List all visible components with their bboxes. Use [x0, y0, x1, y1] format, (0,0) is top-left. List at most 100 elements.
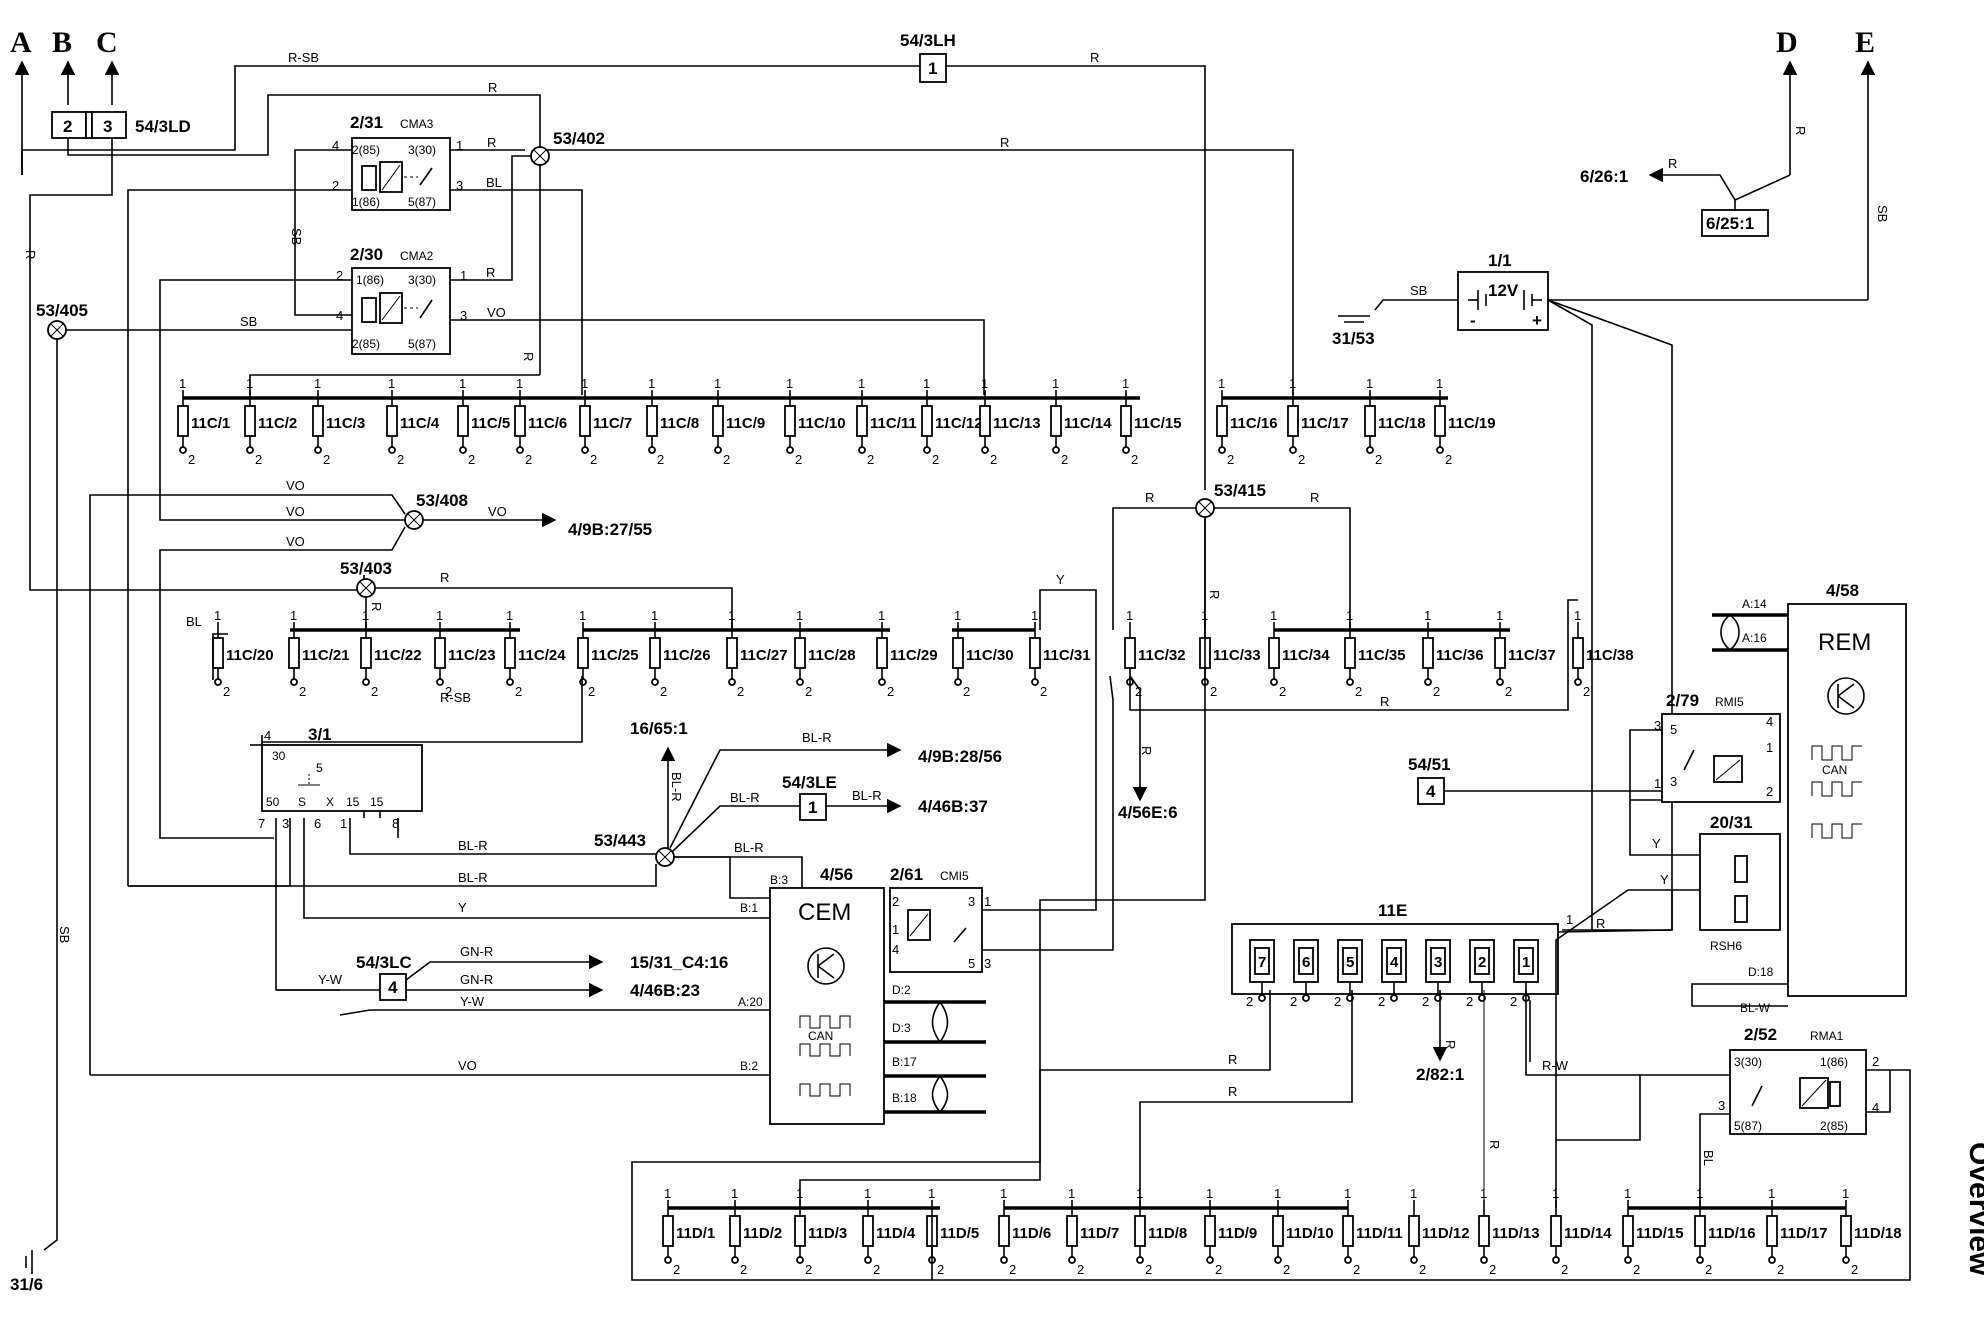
svg-text:BL: BL: [1701, 1150, 1716, 1166]
fuse-label: 11C/21: [302, 647, 350, 664]
svg-text:2: 2: [336, 268, 343, 283]
fuse-label: 11C/18: [1378, 415, 1426, 432]
svg-text:R: R: [1443, 1040, 1458, 1049]
fuse-label: 11C/34: [1282, 647, 1330, 664]
svg-text:R: R: [1596, 916, 1605, 931]
svg-text:CAN: CAN: [808, 1029, 833, 1043]
fuse-pin-bottom: 2: [805, 684, 812, 699]
fuse-pin-top: 1: [459, 376, 466, 391]
fuse-pin-top: 1: [864, 1186, 871, 1201]
fuse-pin-bottom: 2: [1298, 452, 1305, 467]
svg-text:R: R: [1207, 590, 1222, 599]
fuse-pin-top: 1: [1574, 608, 1581, 623]
svg-text:5(87): 5(87): [408, 195, 436, 209]
fuse-label: 11C/16: [1230, 415, 1278, 432]
relay-2-79: 2/79 RMI5 3 5 4 1 1 3 2 Y: [1629, 691, 1781, 856]
ground-31-6: 31/6: [10, 1275, 43, 1294]
fuse-pin-top: 1: [1289, 376, 1296, 391]
svg-text:2: 2: [1466, 994, 1473, 1009]
svg-text:X: X: [326, 795, 334, 809]
svg-text:BL-R: BL-R: [458, 838, 488, 853]
svg-text:R: R: [1310, 490, 1319, 505]
svg-text:2: 2: [1246, 994, 1253, 1009]
svg-text:3: 3: [968, 894, 975, 909]
fuse-label: 11C/24: [518, 647, 566, 664]
svg-text:5: 5: [1346, 954, 1354, 971]
connector-54-3lh: 54/3LH 1: [900, 31, 956, 83]
svg-text:BL: BL: [486, 175, 502, 190]
svg-text:1: 1: [1522, 954, 1530, 971]
svg-text:+: +: [1532, 311, 1542, 330]
side-label-overview: Overview: [1963, 1142, 1984, 1276]
fuse-label: 11C/2: [258, 415, 297, 432]
svg-text:CAN: CAN: [1822, 763, 1847, 777]
svg-text:2/52: 2/52: [1744, 1025, 1777, 1044]
fuse-pin-top: 1: [928, 1186, 935, 1201]
fuse-pin-bottom: 2: [1489, 1262, 1496, 1277]
fuse-pin-top: 1: [506, 608, 513, 623]
fuse-label: 11D/3: [808, 1225, 847, 1242]
svg-text:Y: Y: [1652, 836, 1661, 851]
svg-text:CMA3: CMA3: [400, 117, 434, 131]
svg-text:6: 6: [1302, 954, 1310, 971]
svg-text:53/415: 53/415: [1214, 481, 1266, 500]
cem-module: 4/56 CEM CAN B:3 B:1 A:20 B:2 D:2 D:3 B:…: [674, 856, 986, 1125]
svg-text:16/65:1: 16/65:1: [630, 719, 688, 738]
svg-text:3: 3: [282, 816, 289, 831]
fuse-label: 11C/29: [890, 647, 938, 664]
fuse-label: 11D/4: [876, 1225, 916, 1242]
svg-text:4/9B:28/56: 4/9B:28/56: [918, 747, 1002, 766]
fuse-pin-top: 1: [796, 608, 803, 623]
svg-text:RSH6: RSH6: [1710, 939, 1742, 953]
svg-text:SB: SB: [1875, 205, 1890, 222]
fuse-11e: 42: [1378, 939, 1407, 1009]
fuse-pin-top: 1: [1496, 608, 1503, 623]
battery-1-1: 1/1 12V - + SB 31/53 SB: [1332, 205, 1890, 931]
fuse-11e: 12: [1510, 939, 1539, 1009]
fuse-11e: 22: [1466, 939, 1495, 1009]
top-connectors: A B C D E: [10, 26, 1876, 300]
fuse-label: 11D/5: [940, 1225, 979, 1242]
svg-text:1: 1: [1766, 740, 1773, 755]
svg-text:8: 8: [392, 816, 399, 831]
fuse-label: 11C/12: [935, 415, 983, 432]
fuse-pin-bottom: 2: [740, 1262, 747, 1277]
svg-text:4: 4: [332, 138, 339, 153]
svg-text:BL-R: BL-R: [669, 772, 684, 802]
fuse-label: 11C/37: [1508, 647, 1556, 664]
fuse-pin-top: 1: [1206, 1186, 1213, 1201]
svg-text:2: 2: [332, 178, 339, 193]
svg-text:2: 2: [1378, 994, 1385, 1009]
svg-text:1: 1: [892, 922, 899, 937]
fuse-label: 11C/20: [226, 647, 274, 664]
svg-text:2: 2: [1510, 994, 1517, 1009]
fuse-pin-bottom: 2: [1145, 1262, 1152, 1277]
fuse-pin-top: 1: [648, 376, 655, 391]
fuse-pin-bottom: 2: [660, 684, 667, 699]
svg-text:3: 3: [103, 117, 112, 136]
svg-text:11E: 11E: [1378, 901, 1407, 920]
fuse-label: 11C/32: [1138, 647, 1186, 664]
fuse-label: 11C/31: [1043, 647, 1091, 664]
svg-text:CMA2: CMA2: [400, 249, 434, 263]
fuse-pin-top: 1: [579, 608, 586, 623]
fuse-label: 11D/17: [1780, 1225, 1828, 1242]
fuse-pin-top: 1: [1270, 608, 1277, 623]
fuse-pin-bottom: 2: [1353, 1262, 1360, 1277]
fuse-label: 11D/16: [1708, 1225, 1756, 1242]
fuse-pin-top: 1: [1436, 376, 1443, 391]
svg-text:5: 5: [968, 956, 975, 971]
fuse-pin-bottom: 2: [188, 452, 195, 467]
